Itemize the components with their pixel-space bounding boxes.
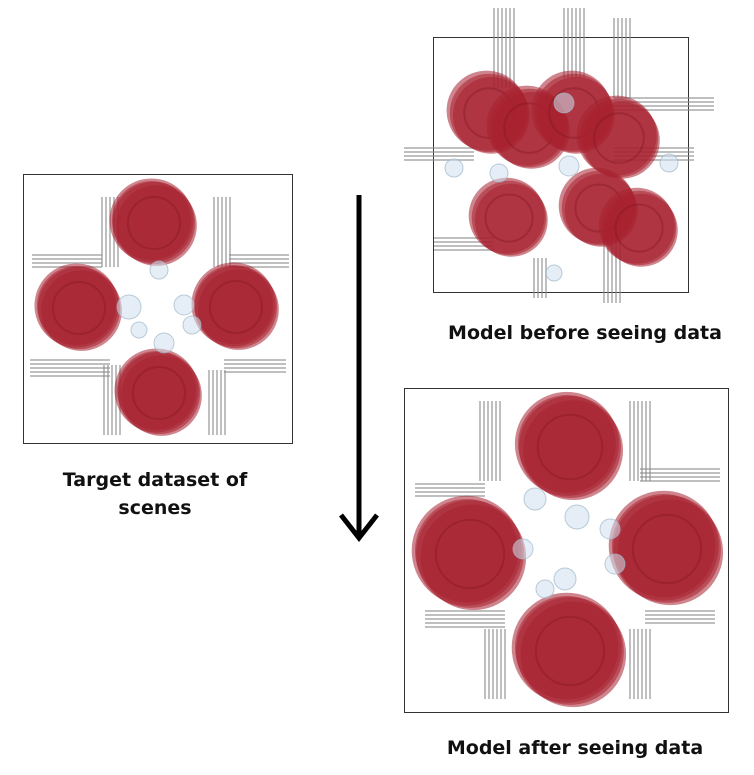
arrow-head xyxy=(339,513,379,543)
plate-rim xyxy=(631,513,703,585)
plate xyxy=(518,395,616,493)
plate-rim xyxy=(208,279,264,335)
plate xyxy=(117,351,196,430)
after-scene-panel xyxy=(404,388,729,713)
plate-rim xyxy=(534,615,606,687)
glass xyxy=(564,504,590,530)
plate xyxy=(474,183,548,257)
glass xyxy=(130,321,148,339)
glass xyxy=(545,264,563,282)
glass xyxy=(659,153,679,173)
plate xyxy=(612,494,716,598)
plate-rim xyxy=(434,518,506,590)
glass xyxy=(182,315,202,335)
target-scene-panel xyxy=(23,174,293,444)
target-caption: Target dataset of scenes xyxy=(62,469,248,519)
glass xyxy=(558,155,580,177)
after-caption: Model after seeing data xyxy=(446,737,704,759)
plate-rim xyxy=(484,193,534,243)
plate-rim xyxy=(51,280,107,336)
glass xyxy=(444,158,464,178)
after-scene-image xyxy=(411,391,724,708)
plate xyxy=(515,596,619,700)
down-arrow-icon xyxy=(339,195,379,543)
glass xyxy=(553,567,577,591)
plate-rim xyxy=(126,195,182,251)
glass xyxy=(553,92,575,114)
glass xyxy=(149,260,169,280)
plate-rim xyxy=(593,112,645,164)
plate-rim xyxy=(131,365,187,421)
glass xyxy=(599,518,621,540)
plate-rim xyxy=(536,413,604,481)
glass xyxy=(523,487,547,511)
plate xyxy=(415,499,519,603)
plate-rim xyxy=(614,203,664,253)
before-scene-image xyxy=(404,8,714,303)
plate xyxy=(604,193,678,267)
target-scene-image xyxy=(30,178,289,436)
before-caption: Model before seeing data xyxy=(448,322,722,344)
glass xyxy=(512,538,534,560)
glass xyxy=(153,332,175,354)
plate xyxy=(194,265,273,344)
plate xyxy=(37,266,116,345)
glass xyxy=(604,553,626,575)
glass xyxy=(535,579,555,599)
plate xyxy=(112,181,191,260)
plate xyxy=(583,102,660,179)
glass xyxy=(489,163,509,183)
glass xyxy=(173,294,195,316)
before-scene-panel xyxy=(404,8,714,303)
glass xyxy=(116,294,142,320)
